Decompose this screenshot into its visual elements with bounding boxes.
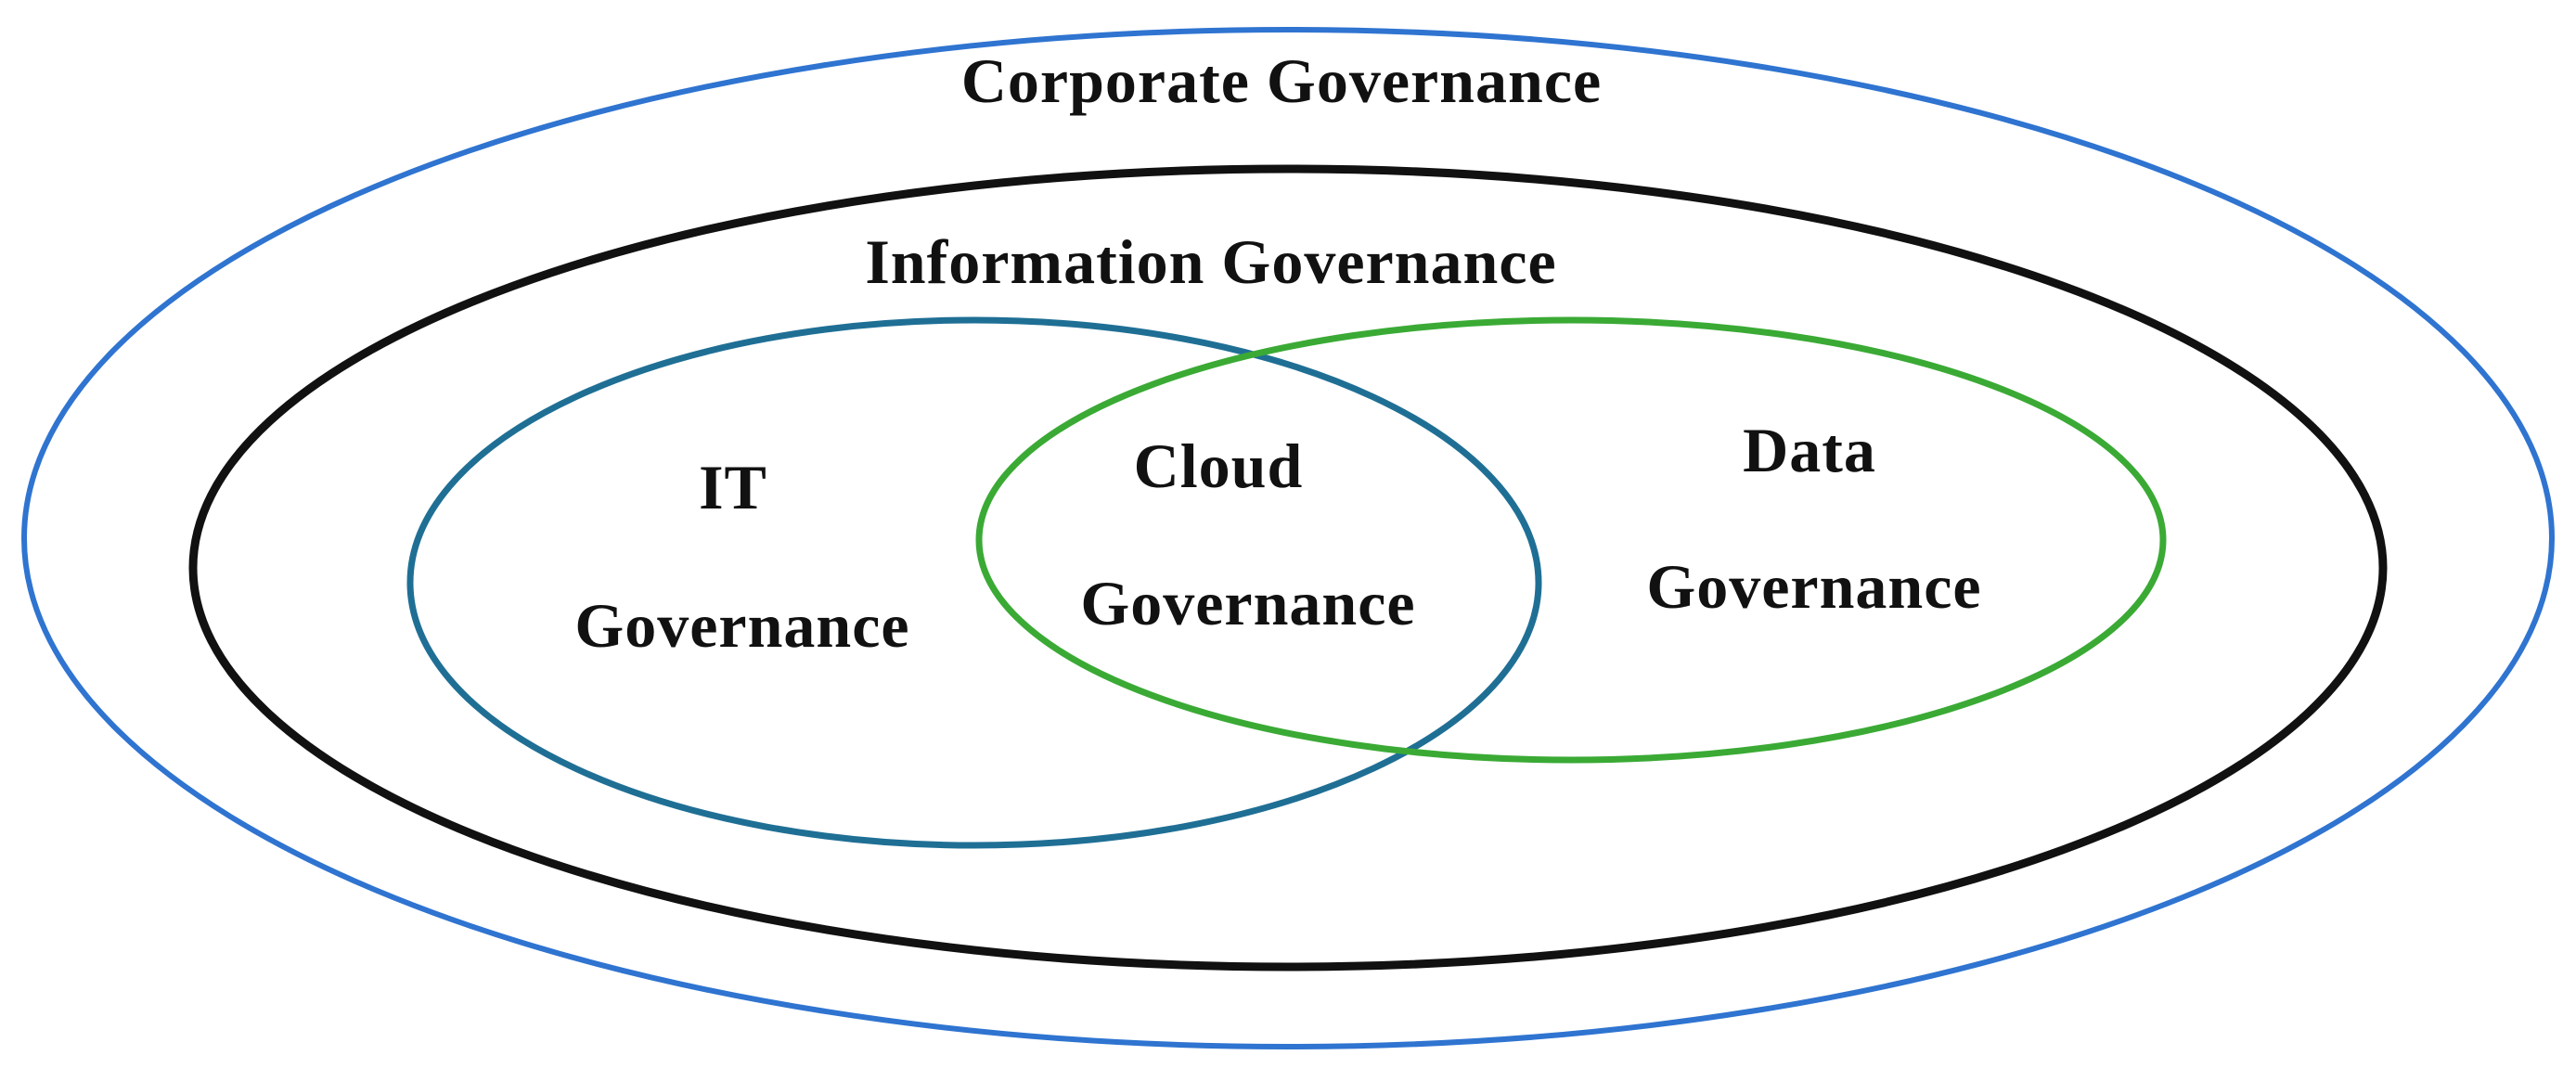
- data-governance-label-line1: Data: [1743, 415, 1876, 485]
- data-governance-ellipse: [975, 316, 2167, 764]
- corporate-governance-label: Corporate Governance: [961, 45, 1602, 116]
- it-governance-ellipse: [406, 316, 1542, 849]
- information-governance-ellipse: [188, 164, 2388, 972]
- information-governance-label: Information Governance: [865, 226, 1556, 297]
- it-governance-label-line2: Governance: [574, 590, 909, 661]
- corporate-governance-ellipse: [21, 27, 2555, 1049]
- cloud-governance-label-line1: Cloud: [1134, 431, 1304, 501]
- it-governance-label-line1: IT: [699, 452, 767, 522]
- cloud-governance-label-line2: Governance: [1080, 568, 1415, 638]
- data-governance-label-line2: Governance: [1646, 551, 1981, 622]
